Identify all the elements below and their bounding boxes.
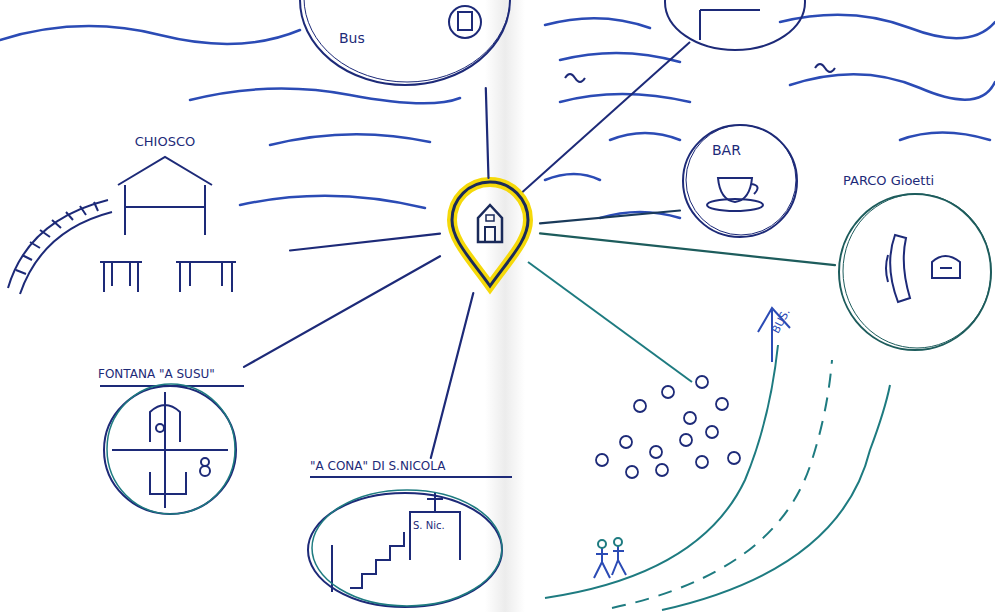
kiosk-sketch [8, 200, 236, 294]
church-sketch [332, 492, 460, 592]
building-icon [449, 6, 481, 38]
walkers [594, 546, 626, 578]
location-pin [440, 178, 540, 293]
ornament [200, 466, 210, 476]
landmark-circle-outline [297, 0, 513, 88]
fountain [112, 392, 228, 508]
fountain-circle-outline [98, 366, 244, 520]
road-sketch [545, 308, 890, 610]
connector-line [540, 211, 680, 224]
bar-circle: BAR [680, 122, 800, 240]
slide [886, 235, 910, 302]
church [410, 492, 460, 560]
leader-line [528, 262, 692, 382]
node-label: FONTANA "A SUSU" [98, 368, 244, 382]
flower [684, 412, 696, 424]
shrine-circle-outline [305, 458, 515, 610]
ornament [201, 458, 209, 466]
location-pin-outline [440, 178, 540, 293]
flower [626, 466, 638, 478]
connector-line [486, 88, 489, 178]
flower [620, 436, 632, 448]
flower [696, 376, 708, 388]
node-label: BAR [712, 142, 762, 158]
cup-icon [707, 178, 763, 211]
flower [696, 456, 708, 468]
node-label: PARCO Gioetti [843, 174, 993, 189]
fountain-sketch [112, 392, 228, 508]
park-sketch [886, 235, 960, 302]
road-edge [545, 345, 778, 598]
node-label: "A CONA" DI S.NICOLA [310, 460, 515, 474]
node-label: CHIOSCO [95, 135, 235, 150]
bus-stop-label: BUS. [770, 289, 803, 336]
flower [596, 454, 608, 466]
flower [650, 446, 662, 458]
flower [634, 400, 646, 412]
park-circle-outline [835, 172, 995, 362]
flower [706, 426, 718, 438]
fountain-circle: FONTANA "A SUSU" [98, 366, 244, 520]
railing [8, 200, 112, 294]
walker-head [614, 538, 622, 546]
building-door [458, 12, 472, 30]
connector-line [244, 256, 440, 367]
bench [932, 256, 960, 278]
connector-line [290, 234, 440, 251]
landmark-circle [665, 0, 805, 50]
leader-line [518, 42, 690, 196]
flower [728, 452, 740, 464]
church-label: S. Nic. [413, 520, 459, 532]
walker-head [598, 540, 606, 548]
kiosk-drawing-outline [95, 135, 290, 245]
flower [656, 464, 668, 476]
saucer [707, 199, 763, 211]
flowers [596, 376, 740, 478]
steps [332, 532, 404, 592]
heading-underline [100, 386, 512, 477]
road-edge [662, 385, 890, 610]
building-outline [449, 6, 481, 38]
landmark-sketch [700, 10, 760, 40]
kiosk-drawing: CHIOSCO [95, 135, 290, 245]
landmark-circle: Bus [297, 0, 513, 88]
shrine-circle: "A CONA" DI S.NICOLA [305, 458, 515, 610]
spout [156, 424, 164, 432]
connector-line [431, 293, 474, 458]
wave-squiggle [565, 64, 835, 82]
flower [716, 398, 728, 410]
road-centre [612, 360, 832, 608]
connector-line [540, 233, 835, 265]
park-circle: PARCO Gioetti [835, 172, 995, 362]
flower [662, 386, 674, 398]
flower [680, 434, 692, 446]
tables [100, 262, 236, 292]
node-label: Bus [339, 30, 399, 46]
bar-circle-outline [680, 122, 800, 240]
